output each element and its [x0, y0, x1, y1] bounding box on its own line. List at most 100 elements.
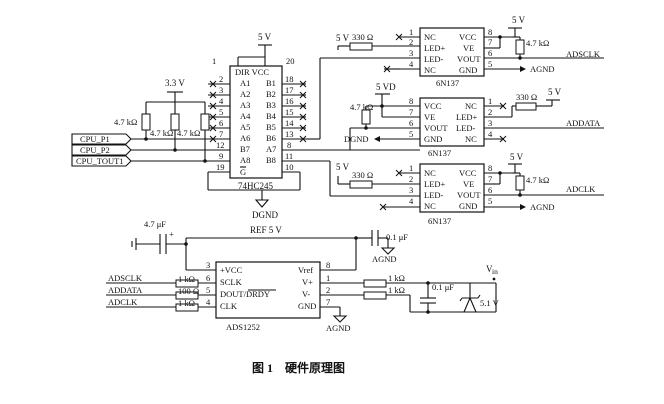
opto-bot-led-supply: 5 V: [336, 162, 350, 172]
ic245-left-pin-num: 3: [219, 85, 223, 95]
port-cpu-p1-icon: [71, 133, 132, 145]
opto-bot-left-num: 4: [409, 196, 414, 206]
vin-terminal-dot: [492, 277, 496, 281]
ads-input-resistor-label: 1 kΩ: [178, 298, 195, 308]
ads-right-name: V+: [302, 277, 313, 287]
opto-mid-right-num: 2: [488, 107, 492, 117]
ads-input-resistor-label: 100 Ω: [178, 286, 199, 296]
opto-top: 5 V 330 Ω 1 NC 2 LED+ 3 LED- 4 NC VCC 8 …: [336, 15, 604, 88]
port-cpu-p1-label: CPU_P1: [80, 134, 110, 144]
opto-top-body: [419, 27, 485, 77]
cpu-ports: CPU_P1 CPU_P2 CPU_TOUT1: [71, 133, 208, 167]
junction-dot: [518, 193, 522, 197]
opto-mid-left-num: 7: [409, 107, 413, 117]
opto-top-right-num: 5: [488, 59, 492, 69]
opto-top-left-num: 2: [409, 37, 413, 47]
opto-bot-right-name: VCC: [459, 168, 477, 178]
ic245-supply-label: 5 V: [258, 32, 272, 42]
opto-mid-led-resistor: [515, 102, 537, 111]
ads-in-cap-label: 0.1 μF: [432, 282, 454, 292]
ads-left-name: +VCC: [220, 265, 243, 275]
opto-bot-left-name: LED-: [424, 190, 444, 200]
ads-right-name: Vref: [298, 265, 313, 275]
ads-left-name: DOUT/DRDY: [220, 289, 270, 299]
opto-mid-vcc-supply: 5 VD: [376, 82, 396, 92]
ic245-right-pin-name: B6: [266, 133, 276, 143]
ic245-body: [229, 65, 283, 179]
ads-part: ADS1252: [226, 322, 260, 332]
opto-top-right-num: 6: [488, 48, 492, 58]
right-no-connect-icon: [299, 80, 307, 143]
ads-left-num: 3: [206, 260, 210, 270]
pullup-r3: [200, 113, 210, 131]
ads-left-num: 6: [206, 273, 210, 283]
ads-cap-right-label: 0.1 μF: [386, 232, 408, 242]
opto-mid-right-num: 1: [488, 96, 492, 106]
no-connect-icon: [395, 33, 403, 41]
opto-mid-pullup: [361, 109, 371, 125]
ads-ref-ground: AGND: [372, 254, 397, 264]
ads-vin-label: V: [486, 264, 493, 274]
opto-bot-part: 6N137: [428, 216, 451, 226]
ads-left-name: CLK: [220, 301, 238, 311]
ic245-left-pin-name: A2: [240, 89, 250, 99]
ic245-right-pin-num: 16: [285, 96, 294, 106]
opto-bot-left-name: LED+: [424, 179, 446, 189]
ic245-left-pin-name: A6: [240, 133, 250, 143]
ic245-ground-label: DGND: [252, 210, 278, 220]
opto-top-left-num: 1: [409, 27, 413, 37]
opto-mid-right-name: LED-: [456, 123, 476, 133]
agnd-arrow-icon: [520, 66, 526, 72]
opto-bot-pullup: [515, 175, 525, 191]
ads-right-name: V-: [302, 289, 310, 299]
ads-left-num: 5: [206, 285, 210, 295]
port-cpu-p2-label: CPU_P2: [80, 145, 110, 155]
opto-mid-signal: ADDATA: [566, 118, 601, 128]
no-connect-icon: [499, 102, 507, 110]
ads-in-resistor-1: [363, 279, 387, 288]
no-connect-icon: [499, 135, 507, 143]
zener-bar-icon: [459, 294, 481, 302]
opto-mid-pullup-label: 4.7 kΩ: [350, 102, 373, 112]
opto-bot-left-num: 3: [409, 185, 413, 195]
ads1252: 4.7 μF + REF 5 V 0.1 μF AGND 3 +VCC 6 SC…: [106, 219, 500, 333]
ic245-right-pin-num: 18: [285, 74, 294, 84]
ic245-pin-dir-num: 1: [212, 56, 216, 66]
ic245-right-pin-num: 14: [285, 118, 294, 128]
ic245-right-pin-name: B4: [266, 111, 277, 121]
ic245-right-pin-num: 17: [285, 85, 294, 95]
left-no-connect-icon: [209, 80, 217, 143]
opto-bot-led-resistor: [349, 180, 373, 189]
opto-top-right-name: GND: [459, 65, 477, 75]
opto-mid-left-name: VOUT: [424, 123, 448, 133]
pullup-r2-label: 4.7 kΩ: [150, 128, 173, 138]
opto-top-right-num: 7: [488, 37, 492, 47]
junction-dot: [426, 310, 430, 314]
port-cpu-tout1-icon: [71, 155, 132, 167]
opto-top-pullup: [515, 39, 525, 55]
ic245-left-pin-num: 9: [219, 151, 223, 161]
ads-input-signal: ADDATA: [108, 285, 143, 295]
ads-vin-sub: in: [492, 267, 498, 276]
ic245-gnd-pin-num: 10: [285, 162, 294, 172]
ic245-right-pins: B1 18 B2 17 B3 16 B4 15 B5 14 B6 13 A7 8…: [266, 74, 330, 165]
ic245-left-pin-name: A4: [240, 111, 251, 121]
ic245-right-pin-num: 11: [285, 151, 293, 161]
opto-bot-out-supply: 5 V: [510, 152, 524, 162]
ic245-no-connect-marks: [209, 80, 307, 143]
ads-in-resistor-2: [363, 291, 387, 300]
no-connect-icon: [379, 203, 387, 211]
ads-right-num: 8: [326, 260, 330, 270]
opto-mid-ground: DGND: [344, 134, 369, 144]
junction-dot: [380, 104, 384, 108]
ads-input-resistor-label: 1 kΩ: [178, 274, 195, 284]
opto-bot-right-name: VE: [463, 179, 474, 189]
opto-top-left-num: 4: [409, 59, 414, 69]
ads-right-name: GND: [298, 301, 316, 311]
opto-top-led-supply: 5 V: [336, 33, 350, 43]
ads-in-resistor-2-label: 1 kΩ: [388, 285, 405, 295]
ic245-left-pin-num: 7: [219, 129, 223, 139]
opto-top-right-name: VE: [463, 43, 474, 53]
opto-top-right-name: VOUT: [457, 54, 481, 64]
opto-bot-right-num: 8: [488, 163, 492, 173]
